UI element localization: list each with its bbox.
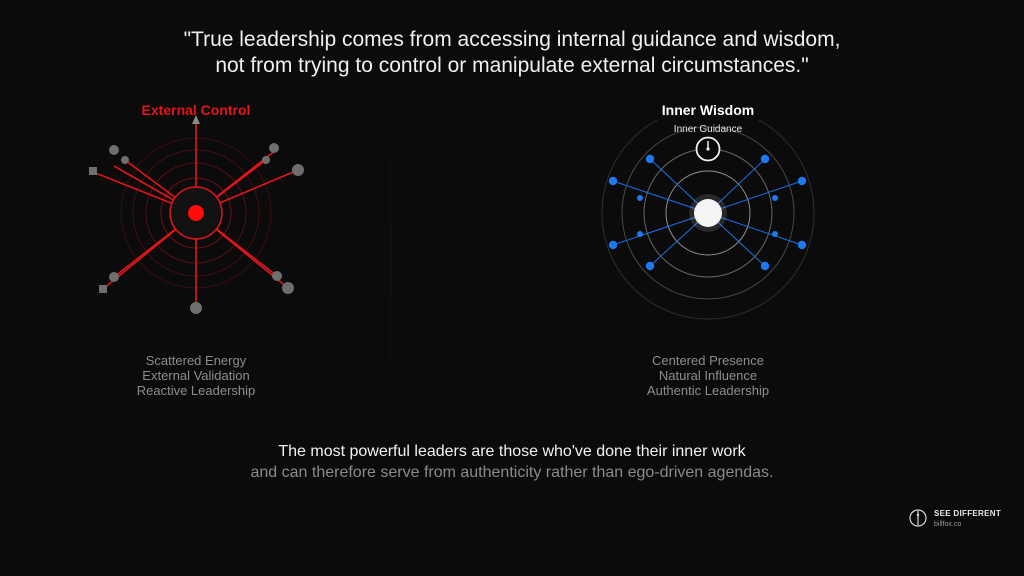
caption-scattered-energy: Scattered Energy (145, 353, 247, 368)
influence-lines (612, 158, 803, 267)
influence-node-small (772, 231, 778, 237)
inner-guidance-label: Inner Guidance (673, 124, 743, 135)
presence-ring (621, 126, 795, 300)
closing-line-1: The most powerful leaders are those who'… (278, 443, 746, 460)
compass-circle-icon (909, 509, 927, 527)
influence-node (645, 261, 655, 271)
presence-core (694, 199, 722, 227)
arrow-up-icon (192, 115, 200, 124)
inner-wisdom-diagram (601, 120, 815, 320)
presence-ring (665, 170, 751, 256)
caption-authentic-leadership: Authentic Leadership (646, 383, 770, 398)
external-node-square (99, 285, 107, 293)
external-node (121, 156, 129, 164)
closing-line-2: and can therefore serve from authenticit… (250, 464, 774, 481)
influence-node (645, 154, 655, 164)
external-node (282, 282, 294, 294)
influence-line (612, 212, 709, 246)
caption-external-validation: External Validation (142, 368, 250, 383)
brand-url: billfox.co (934, 520, 962, 528)
influence-node (608, 240, 618, 250)
quote-line-1: "True leadership comes from accessing in… (183, 28, 841, 51)
external-control-captions: Scattered Energy External Validation Rea… (76, 353, 316, 398)
caption-centered-presence: Centered Presence (651, 353, 764, 368)
external-control-diagram (89, 115, 304, 314)
inner-wisdom-captions: Centered Presence Natural Influence Auth… (588, 353, 828, 398)
influence-node (797, 176, 807, 186)
influence-line (707, 212, 803, 246)
influence-nodes (608, 154, 807, 271)
influence-node-small (637, 231, 643, 237)
panel-divider (390, 100, 391, 420)
influence-node-small (637, 195, 643, 201)
external-nodes (89, 143, 304, 314)
quote: "True leadership comes from accessing in… (0, 27, 1024, 79)
external-control-title: External Control (141, 102, 251, 118)
quote-line-2: not from trying to control or manipulate… (215, 54, 809, 77)
external-node (262, 156, 270, 164)
influence-line (612, 180, 709, 214)
influence-line (707, 180, 803, 214)
brand-mark: SEE DIFFERENT billfox.co (908, 508, 1001, 528)
ego-core (188, 205, 204, 221)
influence-node-small (772, 195, 778, 201)
brand-name: SEE DIFFERENT (934, 508, 1002, 518)
caption-natural-influence: Natural Influence (658, 368, 758, 383)
external-node (109, 145, 119, 155)
influence-node (608, 176, 618, 186)
inner-wisdom-title: Inner Wisdom (661, 102, 755, 118)
influence-node (760, 154, 770, 164)
external-node (272, 271, 282, 281)
external-node (292, 164, 304, 176)
external-node (109, 272, 119, 282)
inner-guidance-compass-icon (695, 136, 721, 162)
closing-statement: The most powerful leaders are those who'… (0, 441, 1024, 483)
external-node (190, 302, 202, 314)
influence-node (797, 240, 807, 250)
influence-node (760, 261, 770, 271)
external-node (269, 143, 279, 153)
caption-reactive-leadership: Reactive Leadership (136, 383, 256, 398)
presence-ring (601, 120, 815, 320)
external-node-square (89, 167, 97, 175)
